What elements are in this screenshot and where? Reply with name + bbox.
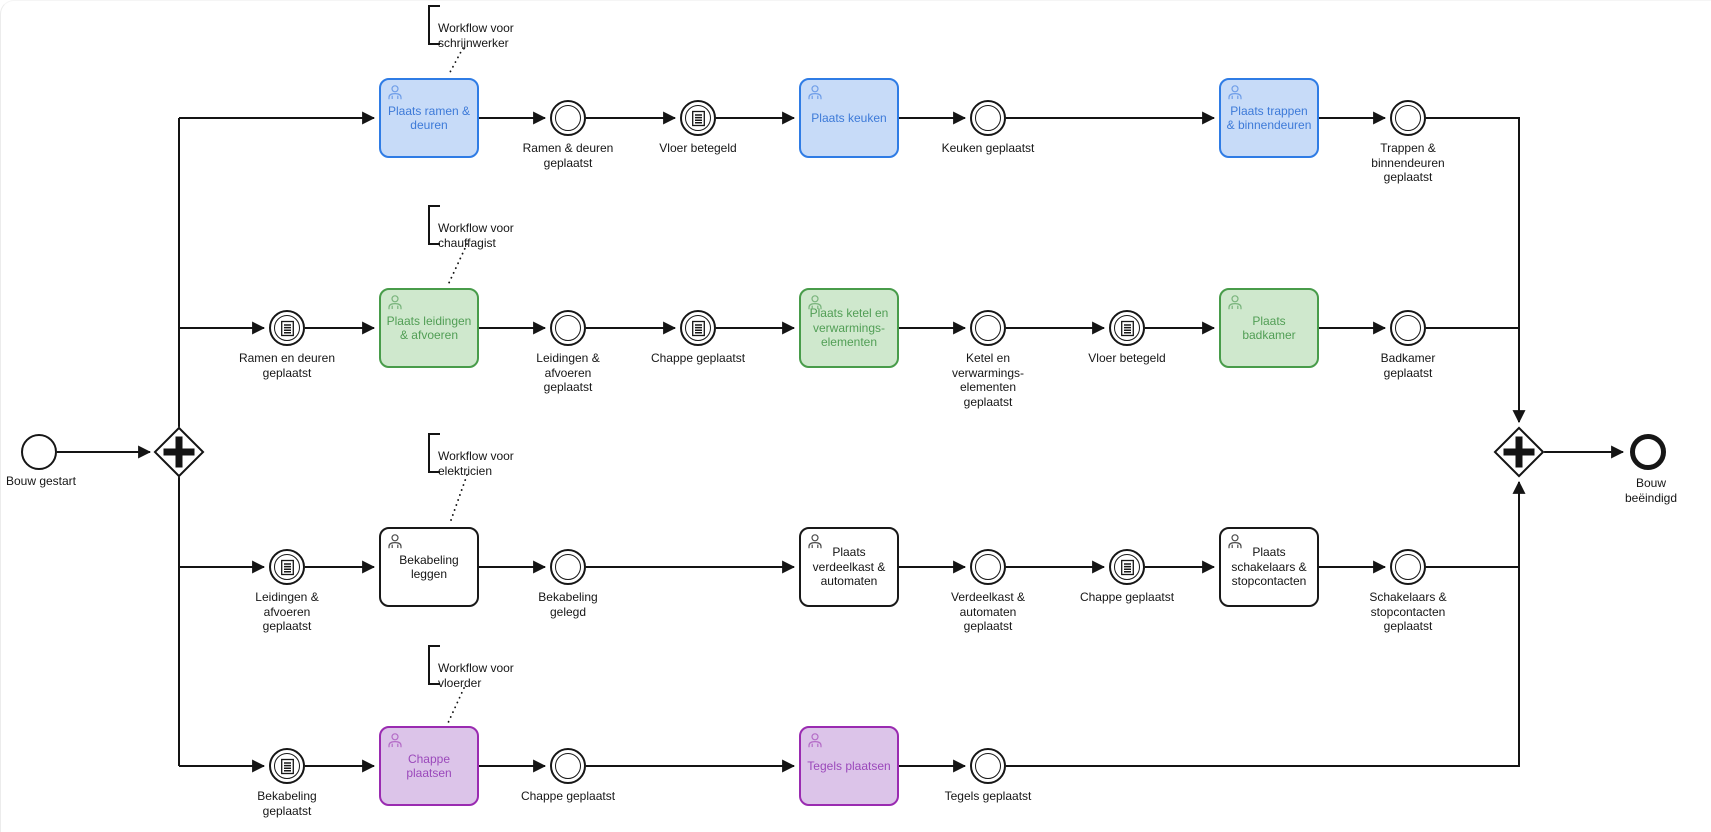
event-badkamer-geplaatst[interactable] [1390,310,1426,346]
user-icon [1228,534,1242,549]
task-label: Tegels plaatsen [807,758,891,773]
task-label: Bekabeling leggen [399,552,459,582]
event-ramen-en-deuren-geplaatst[interactable] [269,310,305,346]
event-ketel-verwarmingselementen-geplaatst[interactable] [970,310,1006,346]
event-ramen-deuren-geplaatst[interactable] [550,100,586,136]
annotation-workflow-elektricien[interactable]: Workflow voor elektricien [428,433,520,478]
user-icon [388,295,402,310]
user-icon [808,295,822,310]
task-label: Plaats leidingen & afvoeren [386,313,472,343]
event-verdeelkast-automaten-geplaatst[interactable] [970,549,1006,585]
user-icon [1228,295,1242,310]
event-label: Ketel en verwarmings- elementen geplaats… [951,351,1025,409]
event-label: Vloer betegeld [1088,351,1166,365]
event-chappe-geplaatst-cond-1[interactable] [680,310,716,346]
annotation-workflow-schrijnwerker[interactable]: Workflow voor schrijnwerker [428,5,520,50]
event-label: Chappe geplaatst [520,789,616,803]
task-label: Plaats badkamer [1242,313,1296,343]
event-trappen-binnendeuren-geplaatst[interactable] [1390,100,1426,136]
event-vloer-betegeld-2[interactable] [1109,310,1145,346]
event-label: Vloer betegeld [659,141,737,155]
task-label: Plaats ketel en verwarmings- elementen [809,306,889,350]
parallel-gateway-split[interactable] [153,426,205,478]
lined-page-icon [280,758,294,774]
plus-icon [163,436,195,468]
event-keuken-geplaatst[interactable] [970,100,1006,136]
event-bekabeling-geplaatst[interactable] [269,748,305,784]
event-vloer-betegeld-1[interactable] [680,100,716,136]
event-label: Badkamer geplaatst [1380,351,1436,380]
task-bekabeling-leggen[interactable]: Bekabeling leggen [379,527,479,607]
event-label: Bekabeling geplaatst [257,789,317,818]
event-leidingen-afvoeren-geplaatst[interactable] [550,310,586,346]
annotation-text: Workflow voor elektricien [438,449,514,478]
event-chappe-geplaatst[interactable] [550,748,586,784]
annotation-text: Workflow voor schrijnwerker [438,21,514,50]
lane4-flows [179,480,1526,773]
task-plaats-ketel-verwarmingselementen[interactable]: Plaats ketel en verwarmings- elementen [799,288,899,368]
event-leidingen-afvoeren-geplaatst-cond[interactable] [269,549,305,585]
task-label: Plaats ramen & deuren [387,103,471,133]
event-bekabeling-gelegd[interactable] [550,549,586,585]
task-tegels-plaatsen[interactable]: Tegels plaatsen [799,726,899,806]
event-label: Schakelaars & stopcontacten geplaatst [1369,590,1447,633]
lined-page-icon [691,320,705,336]
user-icon [808,534,822,549]
annotation-text: Workflow voor vloerder [438,661,514,690]
lined-page-icon [1120,559,1134,575]
event-schakelaars-stopcontacten-geplaatst[interactable] [1390,549,1426,585]
task-plaats-keuken[interactable]: Plaats keuken [799,78,899,158]
plus-icon [1503,436,1535,468]
user-icon [808,85,822,100]
task-plaats-leidingen-afvoeren[interactable]: Plaats leidingen & afvoeren [379,288,479,368]
task-label: Chappe plaatsen [406,751,452,781]
event-label: Bekabeling gelegd [538,590,598,619]
event-chappe-geplaatst-cond-2[interactable] [1109,549,1145,585]
task-label: Plaats trappen & binnendeuren [1226,103,1312,133]
event-tegels-geplaatst[interactable] [970,748,1006,784]
parallel-gateway-join[interactable] [1493,426,1545,478]
annotation-workflow-vloerder[interactable]: Workflow voor vloerder [428,645,520,690]
lined-page-icon [280,559,294,575]
task-label: Plaats schakelaars & stopcontacten [1231,545,1307,589]
user-icon [1228,85,1242,100]
event-label: Leidingen & afvoeren geplaatst [255,590,319,633]
task-plaats-ramen-deuren[interactable]: Plaats ramen & deuren [379,78,479,158]
lane1-flows [179,111,1526,424]
event-label: Keuken geplaatst [941,141,1035,155]
event-label: Leidingen & afvoeren geplaatst [536,351,600,394]
end-event-label: Bouw beëindigd [1624,476,1678,505]
lined-page-icon [280,320,294,336]
task-plaats-schakelaars-stopcontacten[interactable]: Plaats schakelaars & stopcontacten [1219,527,1319,607]
user-icon [388,733,402,748]
event-label: Tegels geplaatst [944,789,1032,803]
user-icon [388,534,402,549]
start-event[interactable] [21,434,57,470]
end-event[interactable] [1630,434,1666,470]
annotation-associations [447,47,468,724]
event-label: Verdeelkast & automaten geplaatst [950,590,1026,633]
event-label: Trappen & binnendeuren geplaatst [1371,141,1445,184]
annotation-workflow-chauffagist[interactable]: Workflow voor chauffagist [428,205,520,250]
trunk-flows [57,118,1625,766]
task-plaats-trappen-binnendeuren[interactable]: Plaats trappen & binnendeuren [1219,78,1319,158]
user-icon [388,85,402,100]
lined-page-icon [1120,320,1134,336]
annotation-text: Workflow voor chauffagist [438,221,514,250]
task-plaats-badkamer[interactable]: Plaats badkamer [1219,288,1319,368]
event-label: Ramen en deuren geplaatst [238,351,336,380]
event-label: Ramen & deuren geplaatst [522,141,614,170]
event-label: Chappe geplaatst [650,351,746,365]
start-event-label: Bouw gestart [5,474,77,488]
task-chappe-plaatsen[interactable]: Chappe plaatsen [379,726,479,806]
event-label: Chappe geplaatst [1079,590,1175,604]
task-label: Plaats verdeelkast & automaten [812,545,886,589]
user-icon [808,733,822,748]
lined-page-icon [691,110,705,126]
task-plaats-verdeelkast-automaten[interactable]: Plaats verdeelkast & automaten [799,527,899,607]
task-label: Plaats keuken [811,110,887,125]
